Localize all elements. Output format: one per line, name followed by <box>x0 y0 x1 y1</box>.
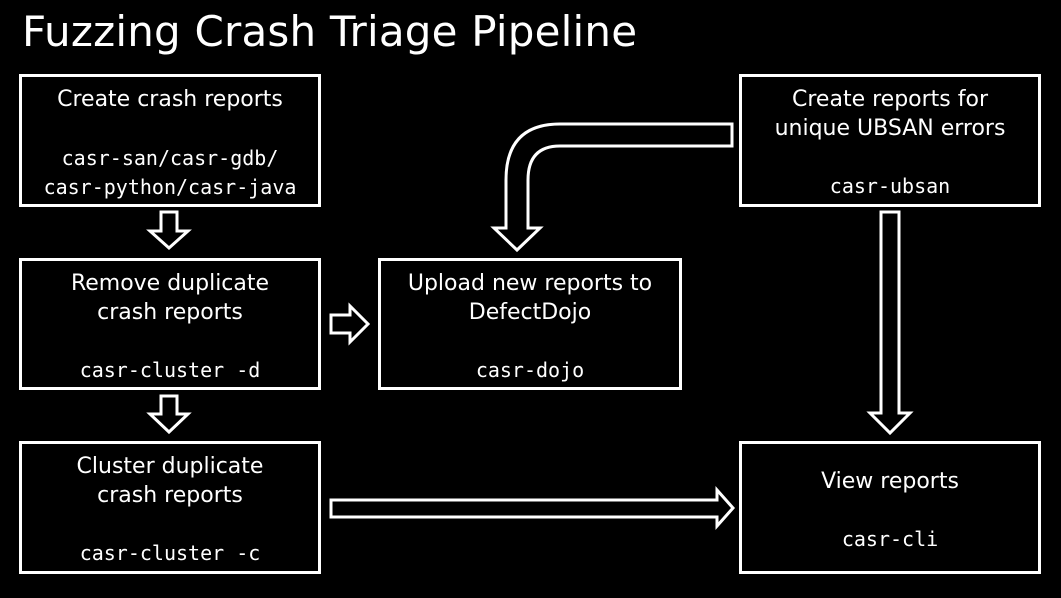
node-remove-duplicates: Remove duplicate crash reports casr-clus… <box>19 258 321 390</box>
node-upload-defectdojo: Upload new reports to DefectDojo casr-do… <box>378 258 682 390</box>
arrow-create-to-dedup <box>146 210 192 251</box>
node-cluster-duplicates: Cluster duplicate crash reports casr-clu… <box>19 441 321 574</box>
node-command: casr-ubsan <box>829 174 951 198</box>
node-label: Cluster duplicate crash reports <box>76 454 264 508</box>
node-create-ubsan-reports: Create reports for unique UBSAN errors c… <box>739 74 1041 207</box>
node-view-reports: View reports casr-cli <box>739 441 1041 574</box>
arrow-dedup-to-upload <box>329 302 371 346</box>
node-label: View reports <box>821 469 959 494</box>
arrow-ubsan-to-upload <box>490 122 734 253</box>
node-command: casr-san/casr-gdb/ casr-python/casr-java <box>43 146 297 199</box>
page-title: Fuzzing Crash Triage Pipeline <box>22 7 638 56</box>
node-label: Upload new reports to DefectDojo <box>407 271 653 325</box>
arrow-dedup-to-cluster <box>146 394 192 435</box>
node-command: casr-cluster -d <box>79 358 261 382</box>
node-label: Create reports for unique UBSAN errors <box>774 87 1006 141</box>
node-label: Remove duplicate crash reports <box>70 271 270 325</box>
node-command: casr-cli <box>841 527 939 551</box>
node-label: Create crash reports <box>57 87 283 112</box>
node-command: casr-cluster -c <box>79 541 261 565</box>
node-create-crash-reports: Create crash reports casr-san/casr-gdb/ … <box>19 74 321 207</box>
arrow-cluster-to-view <box>329 486 736 530</box>
node-command: casr-dojo <box>475 358 585 382</box>
arrow-ubsan-to-view <box>866 210 914 436</box>
